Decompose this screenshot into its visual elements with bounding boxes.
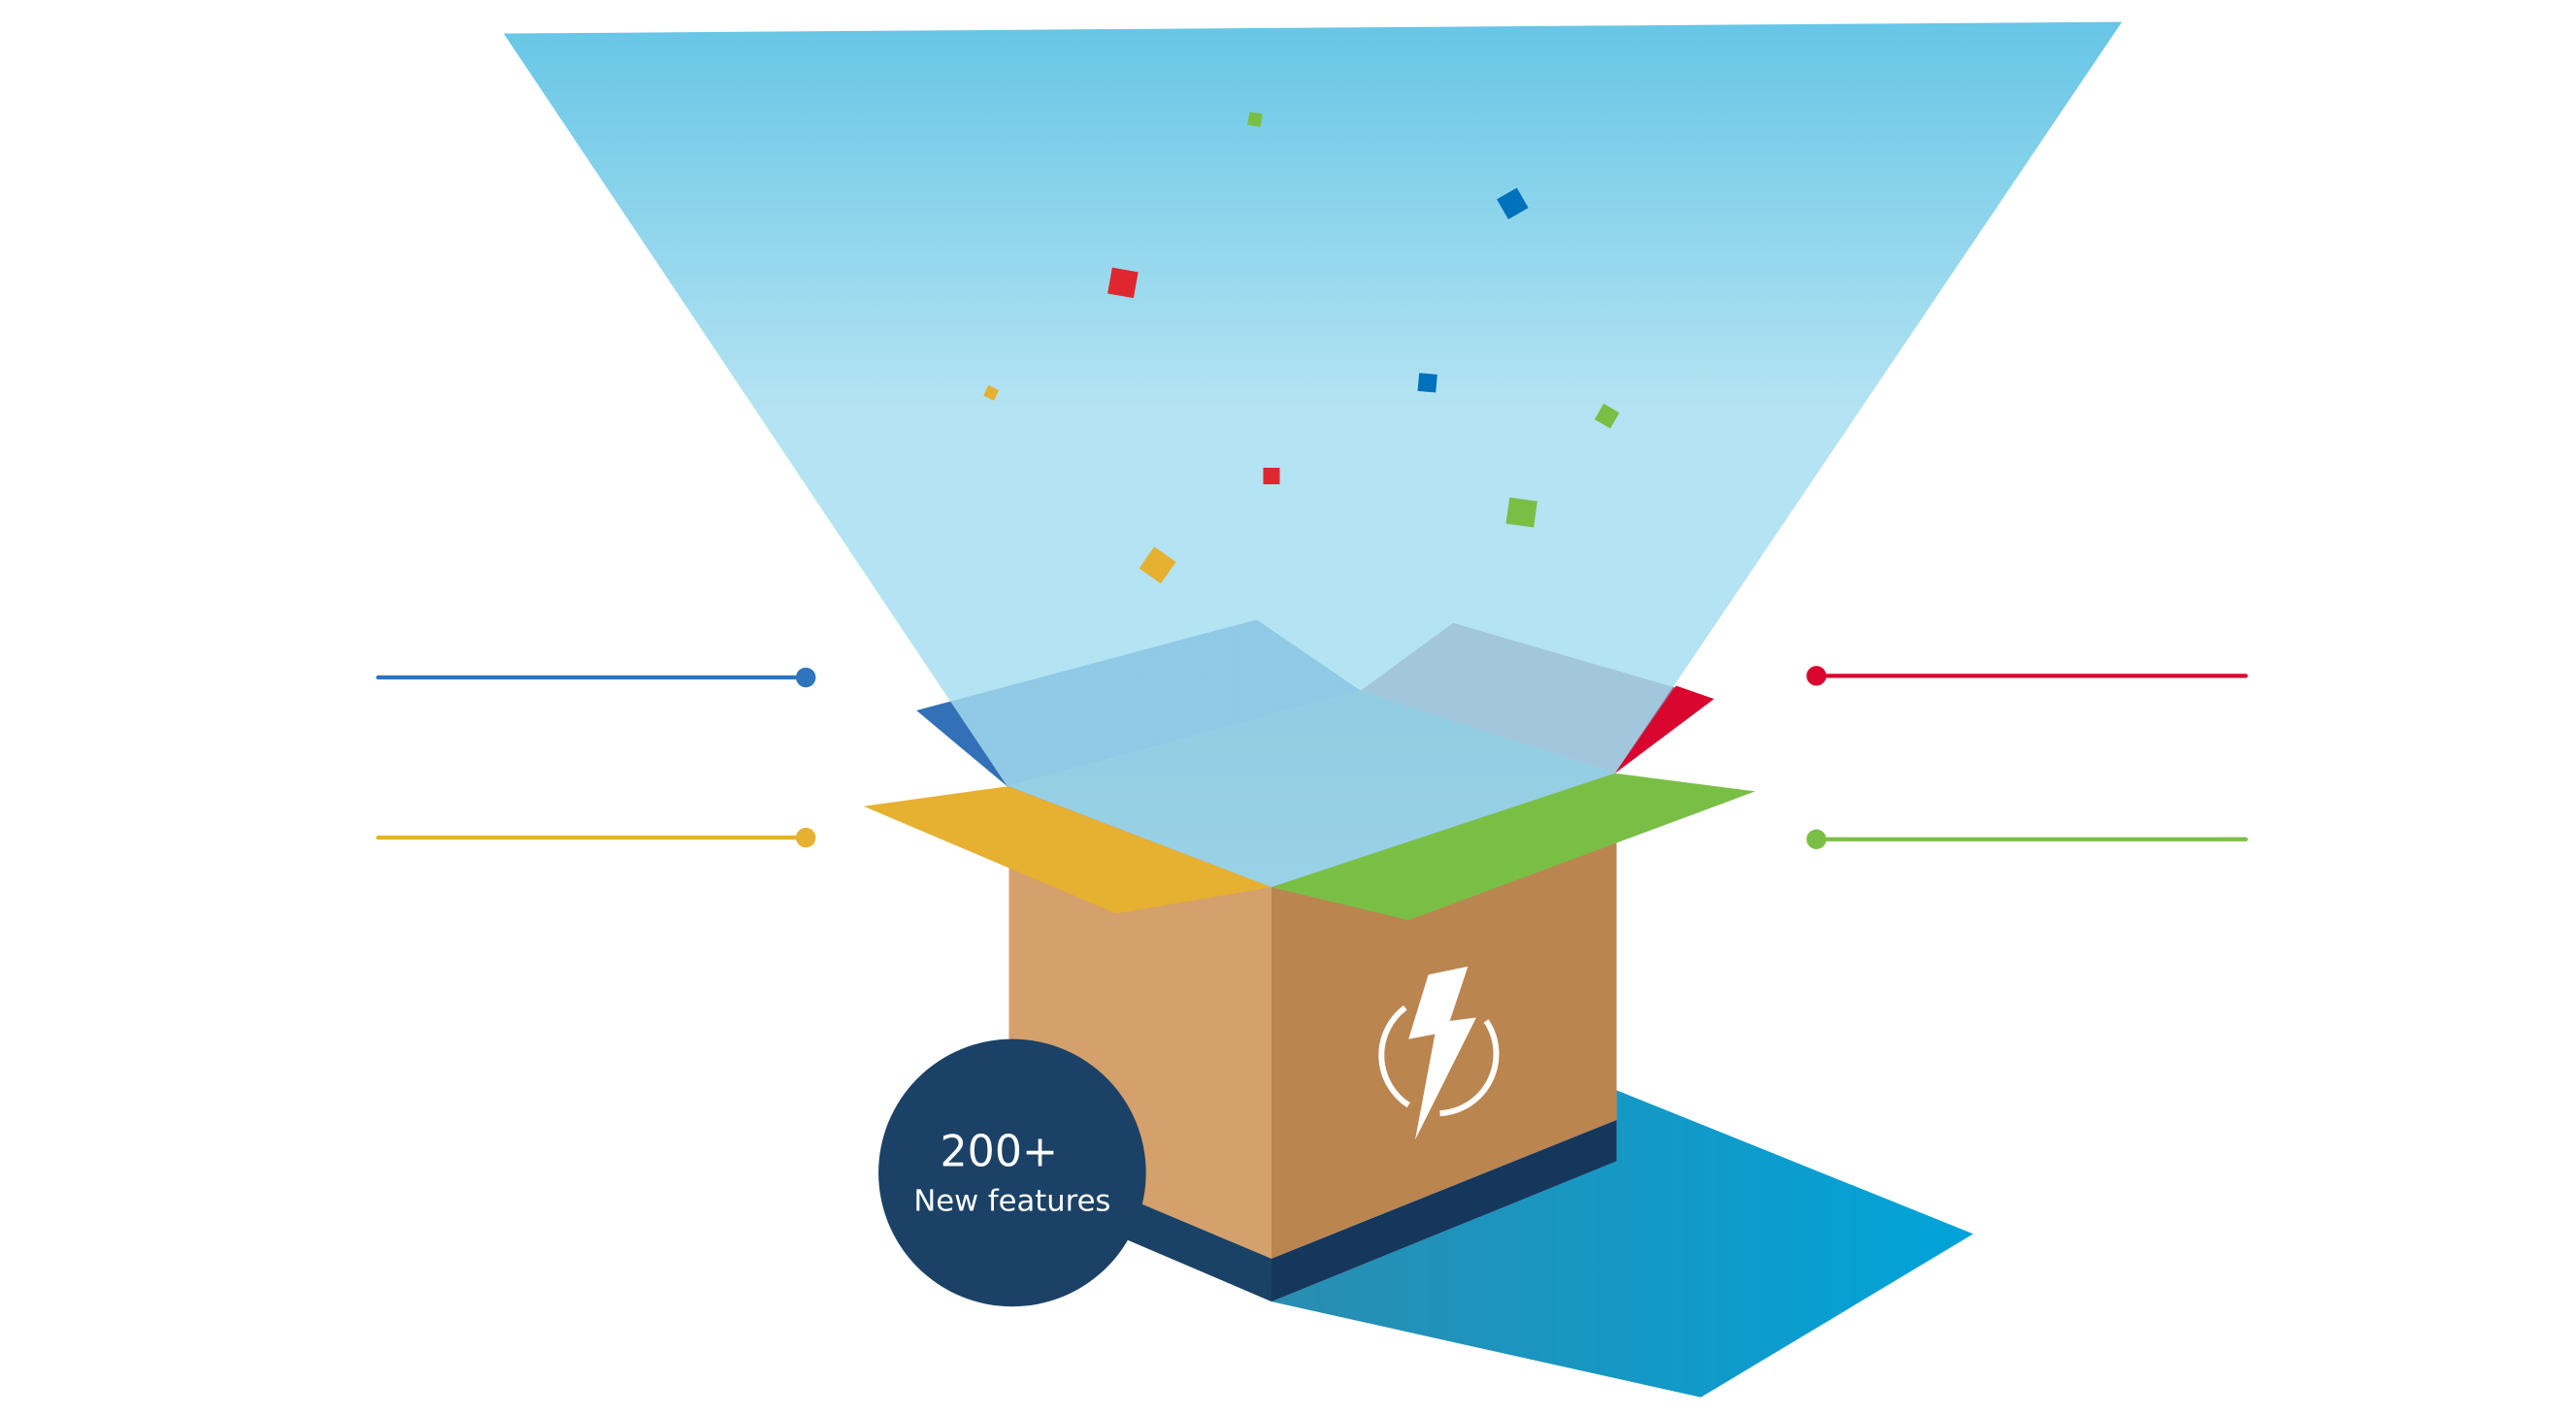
connector-red — [1806, 666, 2248, 686]
box-band-right — [1271, 1119, 1617, 1302]
connector-yellow — [376, 827, 816, 848]
flap-back-right-tip — [1614, 685, 1714, 774]
light-beam — [503, 21, 2123, 888]
feature-count-badge: 200+ New features — [878, 1038, 1146, 1307]
flap-front-left — [863, 786, 1271, 914]
connector-green — [1806, 829, 2248, 849]
connector-blue — [376, 667, 816, 688]
badge-count: 200+ — [941, 1128, 1058, 1177]
lightning-power-icon — [1378, 966, 1500, 1140]
confetti — [983, 112, 1620, 584]
box-shadow — [1271, 1090, 1974, 1398]
flap-front-right — [1271, 773, 1756, 921]
badge-label: New features — [913, 1185, 1110, 1219]
